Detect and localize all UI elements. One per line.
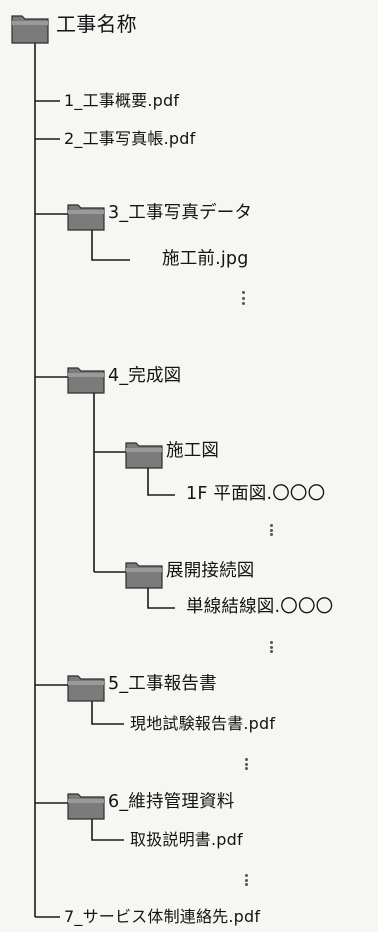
- root-folder-label: 工事名称: [56, 12, 137, 36]
- folder4b-label: 展開接続図: [166, 561, 255, 581]
- branch-file4b: [147, 586, 175, 609]
- folder-icon: [125, 442, 163, 469]
- folder-icon: [67, 204, 105, 231]
- folder4a-label: 施工図: [166, 441, 220, 461]
- folder5-label: 5_工事報告書: [108, 674, 217, 694]
- folder4-label: 4_完成図: [108, 366, 182, 386]
- file3a-label: 施工前.jpg: [162, 249, 249, 269]
- folder-icon: [67, 793, 105, 820]
- doc7-label: 7_サービス体制連絡先.pdf: [64, 907, 261, 926]
- ellipsis-vertical: [242, 291, 245, 305]
- branch-file3a: [91, 228, 130, 261]
- doc1-label: 1_工事概要.pdf: [64, 91, 180, 110]
- folder-icon: [11, 15, 49, 44]
- branch-file6a: [91, 817, 124, 841]
- file4b-label: 単線結線図.〇〇〇: [186, 597, 334, 617]
- ellipsis-vertical: [245, 758, 248, 770]
- file5a-label: 現地試験報告書.pdf: [130, 714, 276, 733]
- folder6-label: 6_維持管理資料: [108, 792, 235, 812]
- file4a-label: 1F 平面図.〇〇〇: [186, 484, 326, 504]
- folder-icon: [125, 562, 163, 589]
- branch-file5a: [91, 699, 124, 725]
- folder-icon: [67, 367, 105, 394]
- file6a-label: 取扱説明書.pdf: [130, 830, 243, 849]
- folder-icon: [67, 675, 105, 702]
- ellipsis-vertical: [270, 641, 273, 653]
- ellipsis-vertical: [270, 524, 273, 536]
- branch-file4a: [147, 466, 175, 496]
- doc2-label: 2_工事写真帳.pdf: [64, 129, 196, 148]
- ellipsis-vertical: [245, 874, 248, 886]
- folder3-label: 3_工事写真データ: [108, 203, 253, 223]
